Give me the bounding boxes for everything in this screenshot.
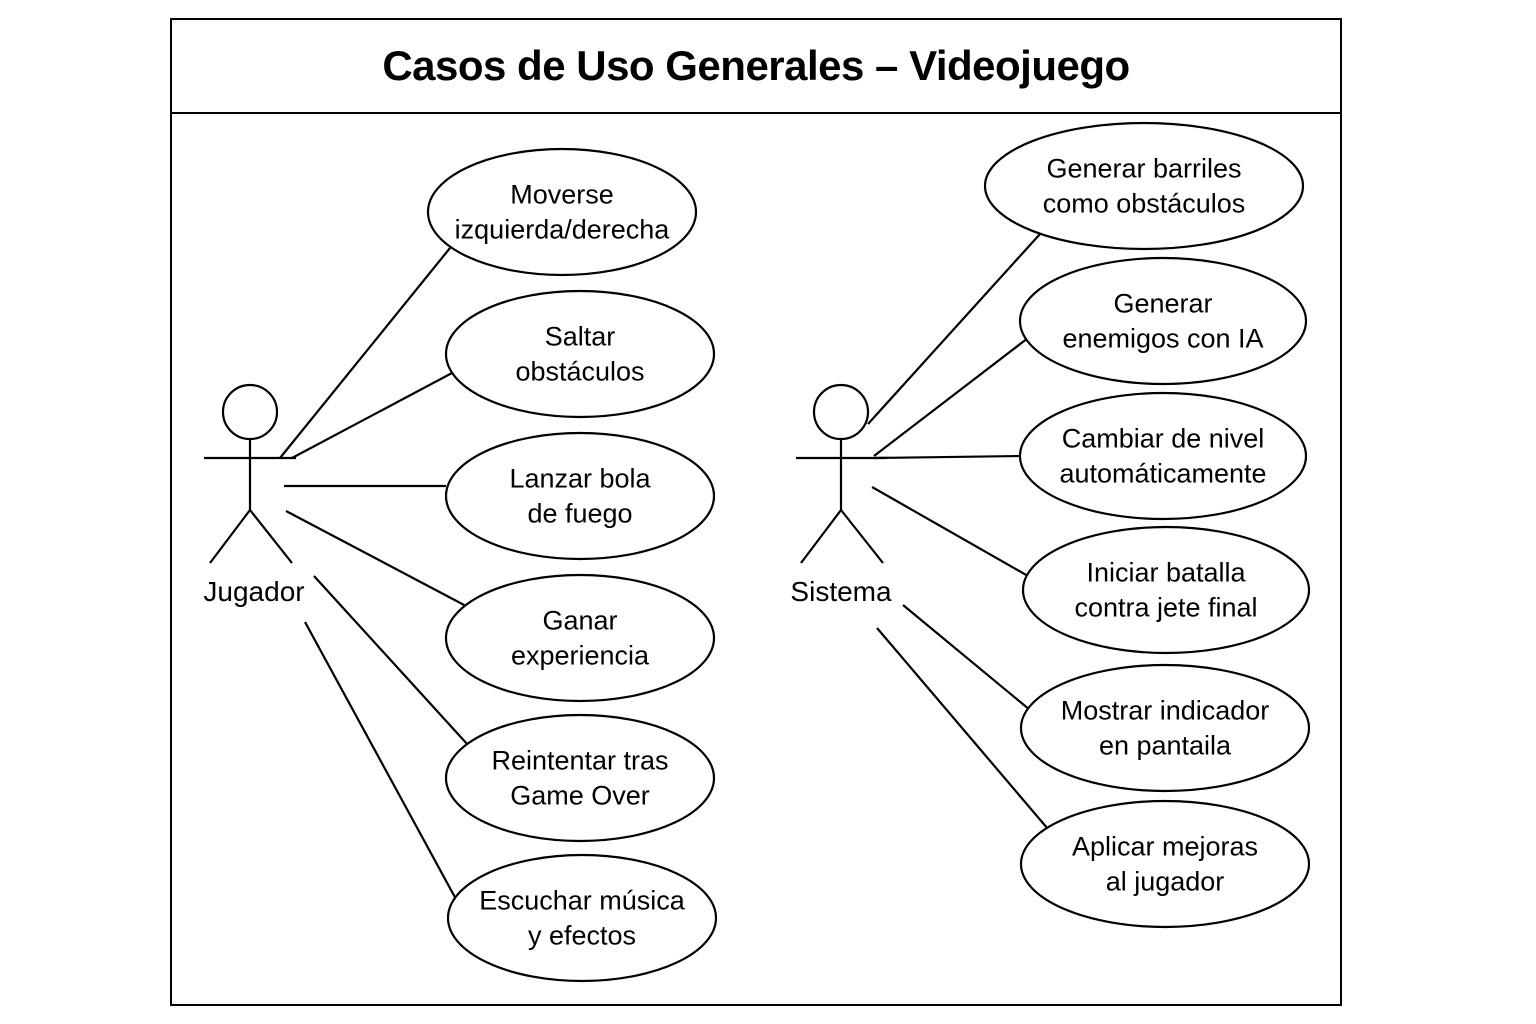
use-case-sistema-5: Mostrar indicador en pantaila (1019, 663, 1311, 793)
use-case-jugador-4: Ganar experiencia (444, 573, 716, 703)
use-case-ellipse (1021, 525, 1311, 655)
use-case-label: Mostrar indicador (1061, 696, 1270, 726)
actor-label-jugador: Jugador (203, 576, 304, 607)
actor-head (812, 383, 870, 441)
association-line (876, 627, 1049, 830)
use-case-ellipse (1018, 256, 1308, 386)
use-case-label: obstáculos (515, 357, 644, 387)
use-case-label: Aplicar mejoras (1072, 832, 1258, 862)
system-boundary: Casos de Uso Generales – Videojuego (170, 18, 1342, 1006)
use-case-ellipse (983, 121, 1305, 251)
use-case-label: automáticamente (1059, 459, 1266, 489)
use-case-label: como obstáculos (1043, 189, 1246, 219)
actor-left-leg (209, 509, 251, 564)
use-case-label: Generar barriles (1046, 154, 1241, 184)
use-case-label: Generar (1113, 289, 1212, 319)
actor-left-leg (800, 509, 842, 564)
use-case-sistema-6: Aplicar mejoras al jugador (1019, 799, 1311, 929)
association-line (291, 372, 453, 459)
use-case-jugador-1: Moverse izquierda/derecha (426, 147, 698, 277)
use-case-label: al jugador (1106, 867, 1225, 897)
association-line (285, 510, 467, 607)
use-case-label: y efectos (528, 921, 636, 951)
association-line (304, 621, 458, 902)
use-case-ellipse (444, 713, 716, 843)
use-case-label: experiencia (511, 641, 650, 671)
actor-head (221, 383, 279, 441)
actor-jugador (204, 383, 296, 564)
use-case-sistema-1: Generar barriles como obstáculos (983, 121, 1305, 251)
use-case-jugador-2: Saltar obstáculos (444, 289, 716, 419)
use-case-jugador-6: Escuchar música y efectos (446, 853, 718, 983)
use-case-label: enemigos con IA (1062, 324, 1263, 354)
use-case-label: Moverse (510, 180, 614, 210)
association-line (902, 604, 1031, 711)
use-case-label: Iniciar batalla (1086, 558, 1246, 588)
association-line (873, 454, 1023, 460)
use-case-label: Ganar (542, 606, 617, 636)
use-case-label: contra jete final (1074, 593, 1257, 623)
use-case-label: Reintentar tras (491, 746, 668, 776)
use-case-label: en pantaila (1099, 731, 1232, 761)
association-line (873, 337, 1029, 457)
use-case-label: de fuego (527, 499, 632, 529)
diagram-title: Casos de Uso Generales – Videojuego (382, 42, 1130, 89)
association-line (871, 486, 1029, 577)
associations (279, 233, 1049, 902)
use-case-sistema-3: Cambiar de nivel automáticamente (1018, 391, 1308, 521)
use-case-label: Saltar (545, 322, 616, 352)
actor-sistema (796, 383, 886, 564)
actor-label-sistema: Sistema (790, 576, 892, 607)
use-case-ellipse (446, 853, 718, 983)
use-case-sistema-2: Generar enemigos con IA (1018, 256, 1308, 386)
use-case-label: izquierda/derecha (455, 215, 671, 245)
use-case-ellipse (1018, 391, 1308, 521)
use-case-label: Game Over (510, 781, 650, 811)
association-line (867, 233, 1041, 425)
use-case-ellipse (1019, 663, 1311, 793)
use-case-label: Lanzar bola (509, 464, 651, 494)
title-bar: Casos de Uso Generales – Videojuego (172, 20, 1340, 114)
association-line (313, 575, 469, 746)
actor-right-leg (840, 509, 884, 564)
actor-right-leg (249, 509, 293, 564)
use-case-jugador-3: Lanzar bola de fuego (444, 431, 716, 561)
use-case-sistema-4: Iniciar batalla contra jete final (1021, 525, 1311, 655)
association-line (279, 247, 451, 459)
use-case-ellipse (444, 431, 716, 561)
use-case-ellipse (444, 289, 716, 419)
use-case-label: Cambiar de nivel (1062, 424, 1265, 454)
use-case-label: Escuchar música (479, 886, 686, 916)
use-case-ellipse (1019, 799, 1311, 929)
use-case-ellipse (426, 147, 698, 277)
use-case-ellipse (444, 573, 716, 703)
